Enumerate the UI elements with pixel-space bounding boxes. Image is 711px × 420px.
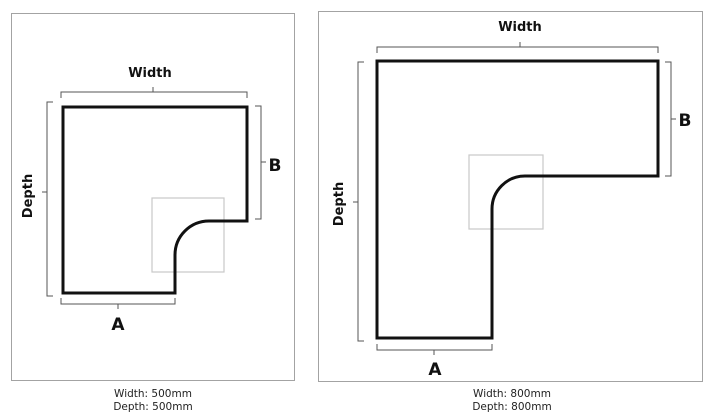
width-label: Width <box>498 20 542 35</box>
diagram-panel-800: Width Depth B A <box>318 11 703 382</box>
corner-highlight-box <box>468 154 544 230</box>
dimensions-caption-800: Width: 800mm Depth: 800mm <box>452 388 572 414</box>
a-bracket <box>60 298 176 309</box>
depth-label: Depth <box>21 174 36 218</box>
a-label: A <box>111 315 125 335</box>
caption-width: Width: 800mm <box>473 388 551 400</box>
corner-highlight-box <box>151 197 225 273</box>
b-bracket <box>255 105 266 220</box>
dimensions-caption-500: Width: 500mm Depth: 500mm <box>93 388 213 414</box>
caption-width: Width: 500mm <box>114 388 192 400</box>
depth-bracket <box>353 61 364 342</box>
caption-depth: Depth: 500mm <box>113 401 193 413</box>
desk-outline <box>375 59 660 340</box>
l-shape-diagram-500: Width Depth B A <box>21 66 282 335</box>
depth-bracket <box>42 101 53 297</box>
b-bracket <box>665 61 676 177</box>
desk-outline <box>61 105 249 295</box>
caption-depth: Depth: 800mm <box>472 401 552 413</box>
a-label: A <box>428 360 442 380</box>
diagram-panel-500: Width Depth B A <box>11 13 295 381</box>
a-bracket <box>376 344 493 355</box>
b-label: B <box>269 156 282 176</box>
b-label: B <box>679 111 692 131</box>
width-bracket <box>60 87 248 98</box>
width-bracket <box>376 42 659 53</box>
depth-label: Depth <box>332 182 347 226</box>
l-shape-diagram-800: Width Depth B A <box>332 20 692 380</box>
width-label: Width <box>128 66 172 81</box>
